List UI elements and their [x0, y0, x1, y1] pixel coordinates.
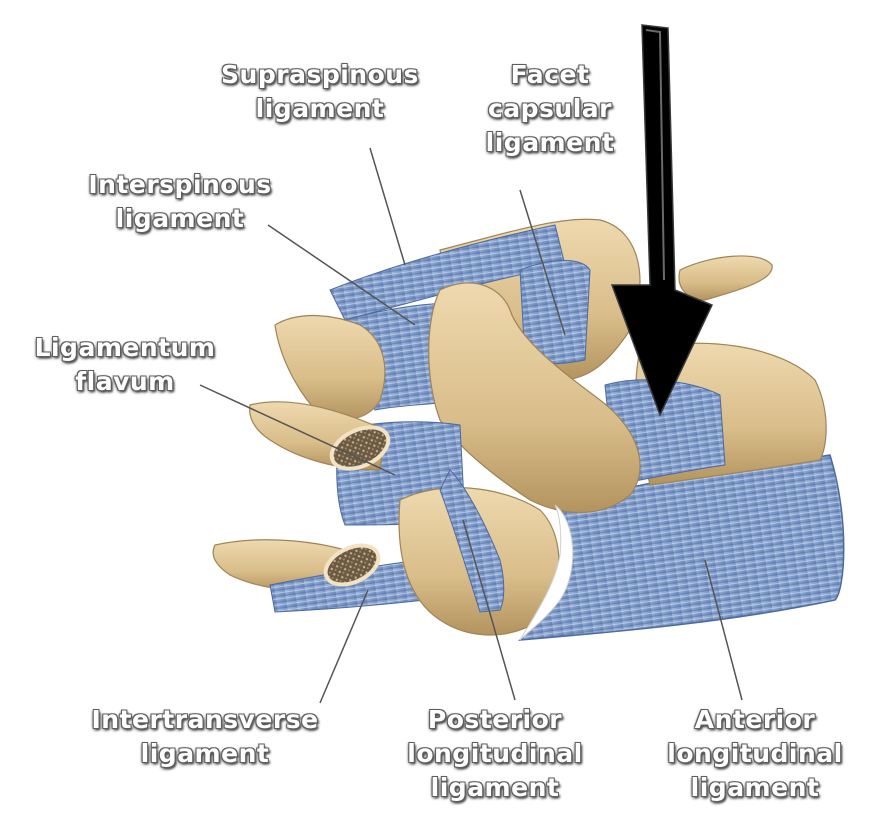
cut-highlight: [519, 504, 574, 641]
label-line: ligament: [115, 204, 245, 233]
spinous-process-upper: [274, 315, 386, 421]
label-line: ligament: [430, 773, 560, 802]
posterior-longitudinal-ligament: [439, 469, 505, 613]
transverse-cut-lower: [323, 543, 381, 587]
leader-supraspinous: [369, 147, 406, 266]
label-ligamentum-flavum: Ligamentum flavum: [10, 331, 240, 399]
label-line: ligament: [140, 739, 270, 768]
lamina-middle: [428, 282, 641, 513]
label-line: Anterior: [694, 705, 816, 734]
leader-intertransverse: [319, 589, 369, 704]
leader-posterior: [462, 519, 516, 701]
leader-anterior: [704, 559, 743, 701]
label-supraspinous-ligament: Supraspinous ligament: [200, 58, 440, 126]
label-line: Facet: [510, 60, 590, 89]
label-line: longitudinal: [407, 739, 583, 768]
leader-flavum: [199, 384, 396, 476]
label-line: Interspinous: [88, 170, 272, 199]
label-line: ligament: [690, 773, 820, 802]
label-line: Intertransverse: [91, 705, 319, 734]
label-interspinous-ligament: Interspinous ligament: [70, 168, 290, 236]
label-intertransverse-ligament: Intertransverse ligament: [70, 703, 340, 771]
transverse-cut-upper: [329, 425, 391, 471]
down-arrow-icon: [610, 24, 714, 417]
leader-lines: [199, 147, 743, 704]
label-line: longitudinal: [667, 739, 843, 768]
leader-interspinous: [267, 224, 416, 326]
leader-facet: [519, 189, 566, 336]
label-line: Posterior: [427, 705, 563, 734]
label-line: flavum: [75, 367, 175, 396]
label-posterior-longitudinal-ligament: Posterior longitudinal ligament: [385, 703, 605, 805]
label-line: Ligamentum: [34, 333, 216, 362]
label-line: ligament: [485, 128, 615, 157]
transverse-process-upper-right: [678, 255, 773, 301]
label-line: capsular: [487, 94, 613, 123]
label-line: ligament: [255, 94, 385, 123]
label-facet-capsular-ligament: Facet capsular ligament: [470, 58, 630, 160]
label-anterior-longitudinal-ligament: Anterior longitudinal ligament: [640, 703, 870, 805]
label-line: Supraspinous: [221, 60, 419, 89]
